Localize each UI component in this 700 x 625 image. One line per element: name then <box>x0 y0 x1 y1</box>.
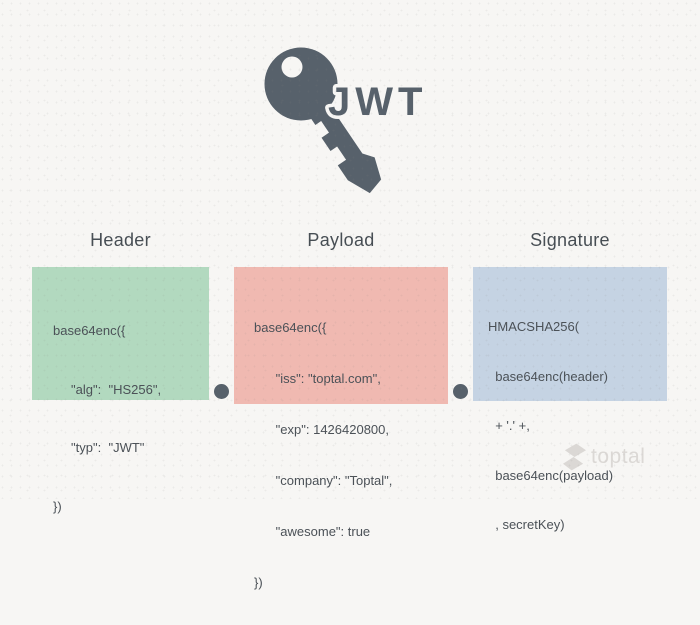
toptal-watermark: toptal <box>563 443 645 471</box>
jwt-logo: JWT <box>264 47 427 194</box>
signature-code: HMACSHA256( base64enc(header) + '.' +, b… <box>488 319 614 532</box>
payload-code: base64enc({ "iss": "toptal.com", "exp": … <box>254 320 393 590</box>
logo-title: JWT <box>328 80 427 124</box>
key-hole <box>281 56 303 78</box>
signature-code-box: HMACSHA256( base64enc(header) + '.' +, b… <box>473 267 667 532</box>
connector-dot-payload-signature <box>453 384 468 399</box>
connector-dot-header-payload <box>214 384 229 399</box>
header-code-box: base64enc({ "alg": "HS256", "typ": "JWT"… <box>32 267 209 514</box>
header-code: base64enc({ "alg": "HS256", "typ": "JWT"… <box>53 323 162 514</box>
payload-code-box: base64enc({ "iss": "toptal.com", "exp": … <box>234 267 448 590</box>
section-title-header: Header <box>90 230 151 250</box>
jwt-infographic: JWT Header Payload Signature base64enc({… <box>0 0 700 590</box>
toptal-wordmark: toptal <box>591 445 646 468</box>
key-icon <box>264 47 382 194</box>
section-title-payload: Payload <box>307 230 375 250</box>
section-title-signature: Signature <box>530 230 610 250</box>
toptal-logo-icon <box>563 443 586 471</box>
